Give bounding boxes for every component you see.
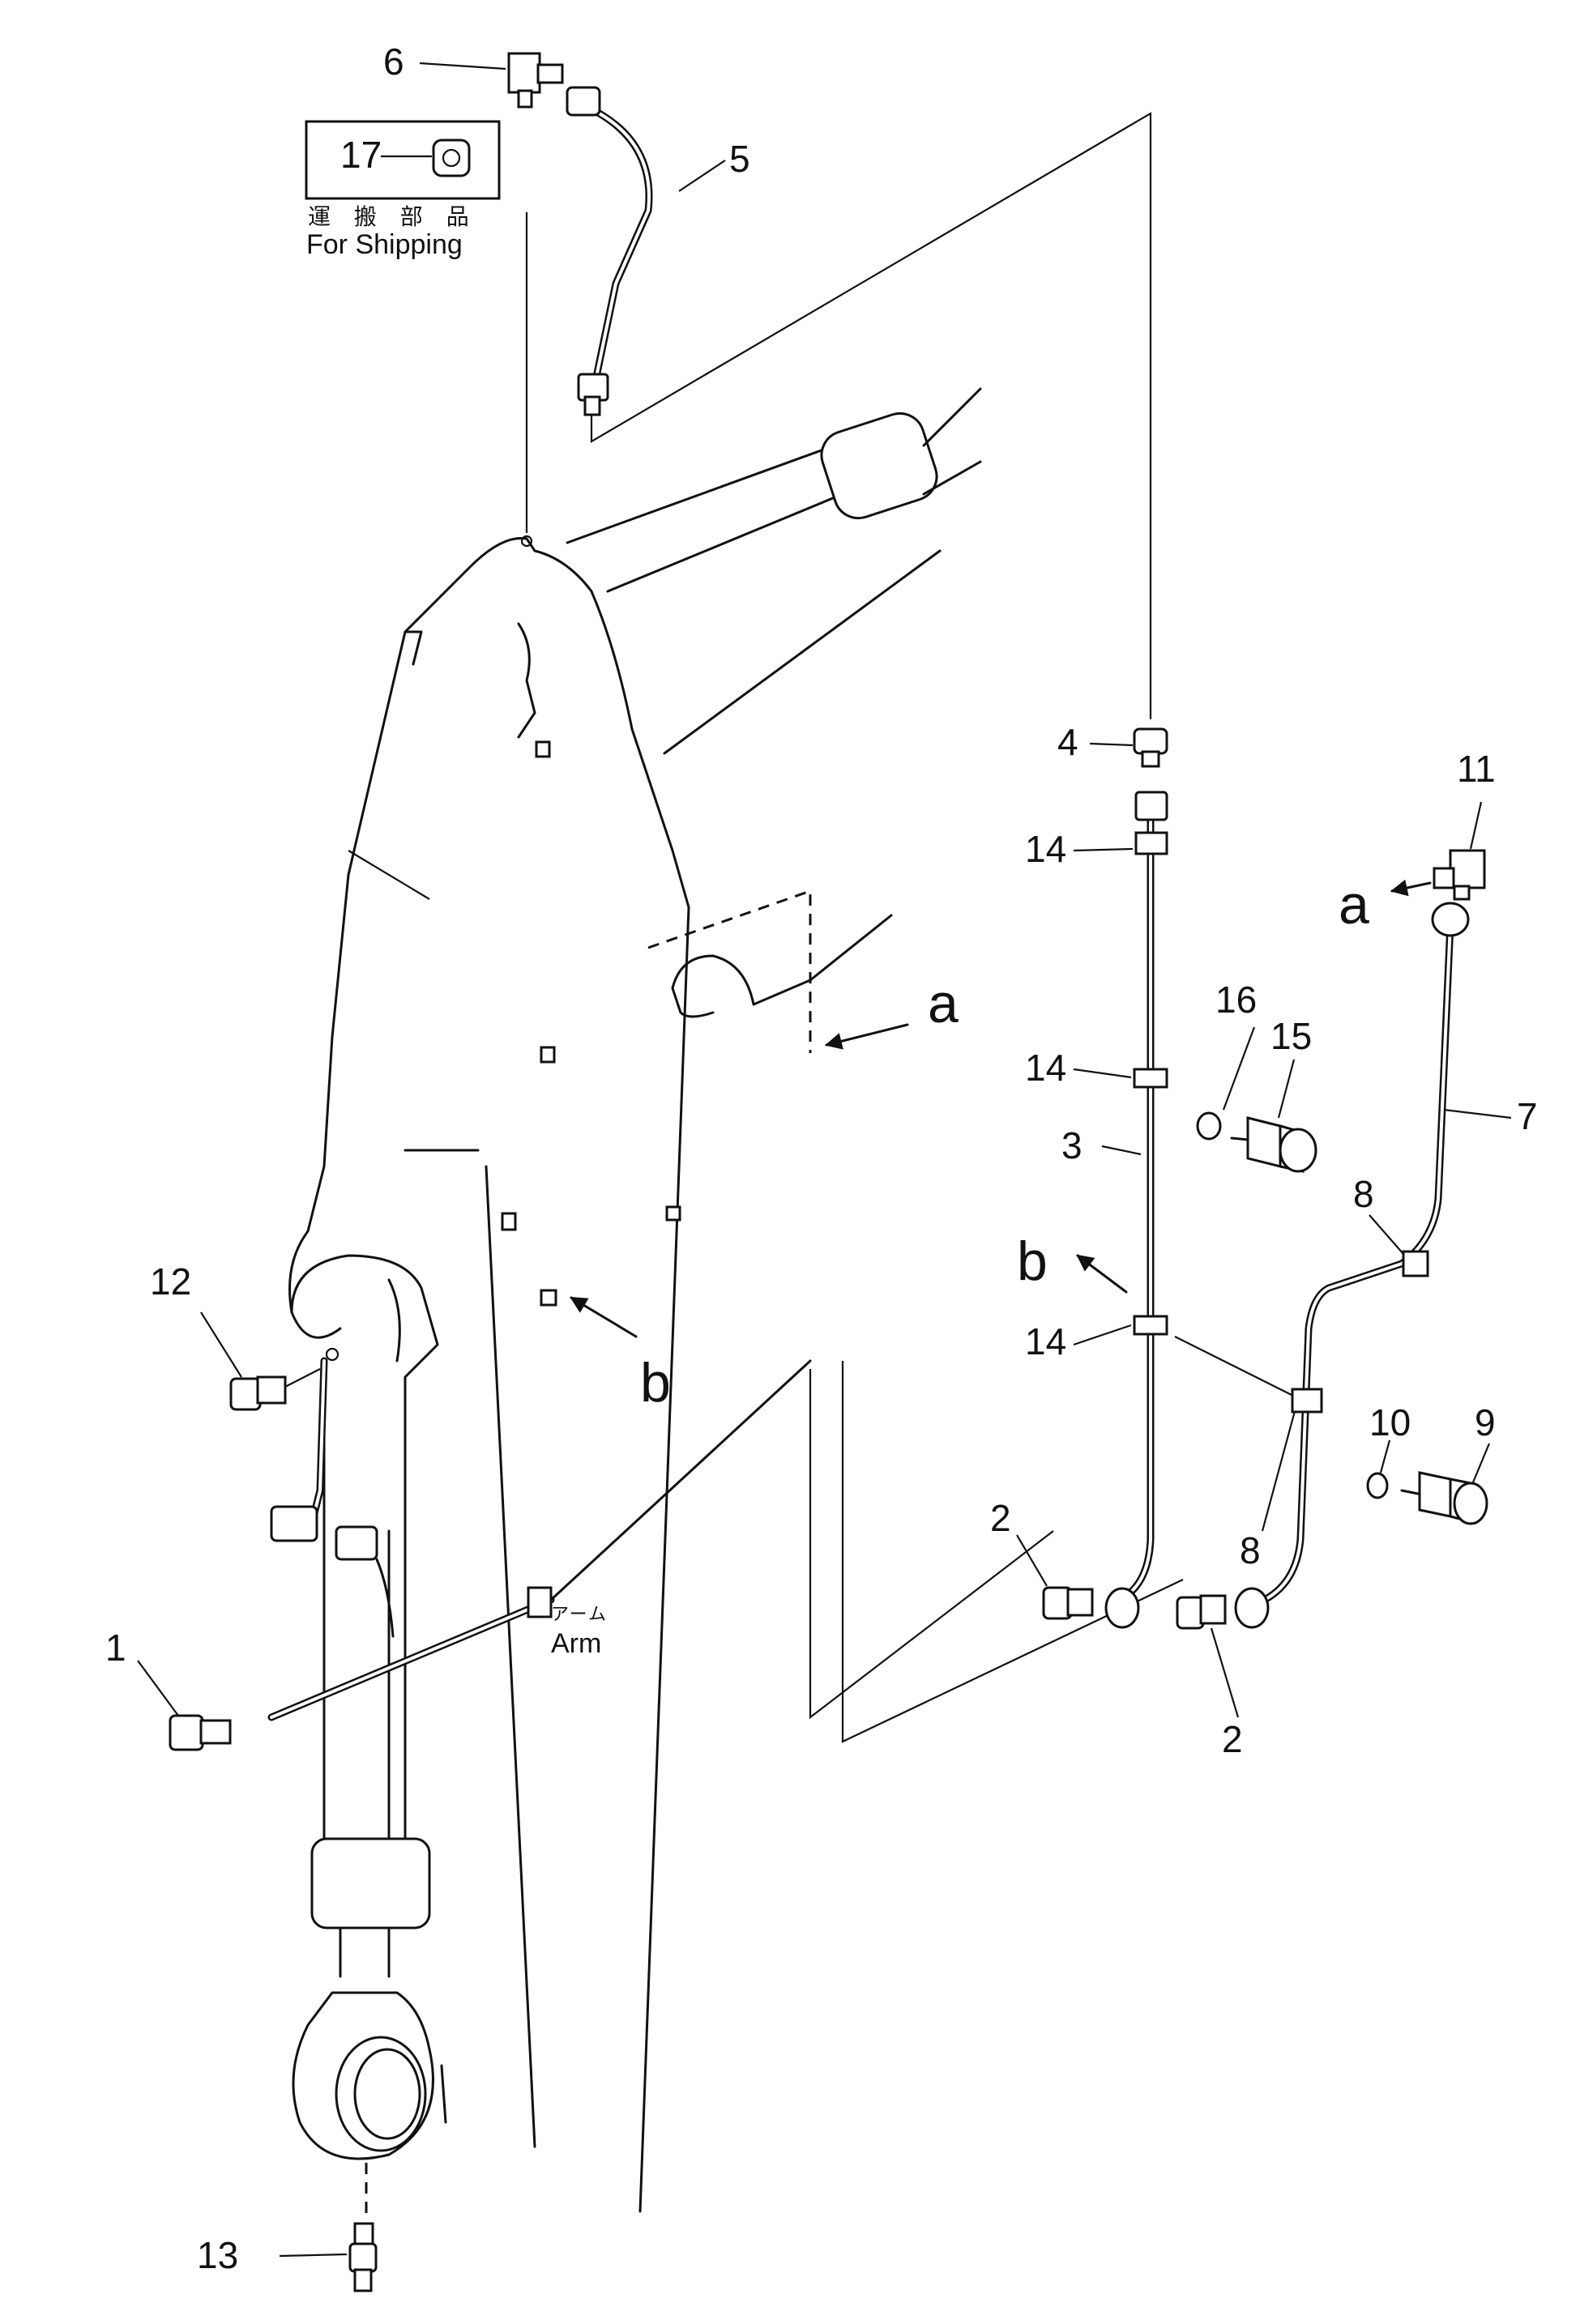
callout-14-bottom: 14 [1025, 1320, 1066, 1362]
pipe-3 [1104, 791, 1168, 1629]
bolt-15 [1230, 1116, 1317, 1173]
pipe-7 [1234, 902, 1470, 1629]
nut-4 [1133, 727, 1168, 768]
grease-line-left [270, 1357, 395, 1638]
callout-9: 9 [1475, 1401, 1496, 1443]
plug-17 [432, 139, 471, 177]
adapter-2-left [1042, 1586, 1094, 1620]
view-label-b-detail: b [1017, 1230, 1048, 1292]
arm-bolt-marks [501, 740, 681, 1307]
shipping-box [305, 120, 501, 200]
callout-7: 7 [1517, 1095, 1538, 1137]
view-arrows [570, 879, 1432, 1338]
callout-4: 4 [1057, 721, 1078, 763]
guide-lines [590, 112, 1305, 1743]
bolt-9 [1400, 1471, 1488, 1525]
grease-fitting-13 [348, 2163, 378, 2292]
callout-3: 3 [1061, 1124, 1083, 1166]
elbow-fitting-11 [1433, 849, 1486, 901]
grease-fitting-12 [229, 1347, 339, 1411]
view-label-a-detail: a [1339, 874, 1369, 936]
callout-16: 16 [1215, 979, 1257, 1021]
callout-8-top: 8 [1353, 1173, 1374, 1215]
grease-fitting-1 [169, 1714, 232, 1751]
view-label-b-main: b [640, 1352, 671, 1414]
callout-2-right: 2 [1222, 1718, 1243, 1760]
callout-13: 13 [197, 2234, 238, 2276]
callout-2-left: 2 [990, 1497, 1011, 1539]
callout-leaders [137, 62, 1512, 2258]
callout-12: 12 [150, 1260, 191, 1303]
arm-body [288, 387, 982, 2213]
view-label-a-main: a [928, 973, 959, 1034]
callout-14-top: 14 [1025, 828, 1066, 870]
callout-8-bottom: 8 [1240, 1529, 1261, 1571]
callout-17: 17 [340, 134, 382, 176]
callout-1: 1 [105, 1627, 126, 1669]
callout-10: 10 [1369, 1401, 1411, 1443]
callout-6: 6 [383, 41, 404, 83]
callout-15: 15 [1270, 1015, 1312, 1057]
callout-11: 11 [1457, 748, 1496, 790]
tube-1 [267, 1359, 812, 1721]
shipping-label-jp: 運 搬 部 品 [308, 203, 477, 230]
adapter-2-right [1176, 1594, 1227, 1630]
arm-label-jp: アーム [551, 1605, 608, 1625]
hose-5 [566, 86, 653, 416]
callout-labels: 6 17 5 4 14 14 3 14 11 16 15 7 8 10 9 8 … [105, 41, 1538, 2276]
view-labels: a a b b [640, 874, 1369, 1414]
elbow-fitting-6 [507, 52, 564, 109]
arm-label-en: Arm [551, 1628, 601, 1659]
shipping-label-en: For Shipping [306, 229, 463, 260]
callout-5: 5 [729, 138, 750, 180]
washer-10 [1366, 1472, 1389, 1499]
washer-16 [1196, 1111, 1222, 1141]
callout-14-mid: 14 [1025, 1047, 1066, 1089]
